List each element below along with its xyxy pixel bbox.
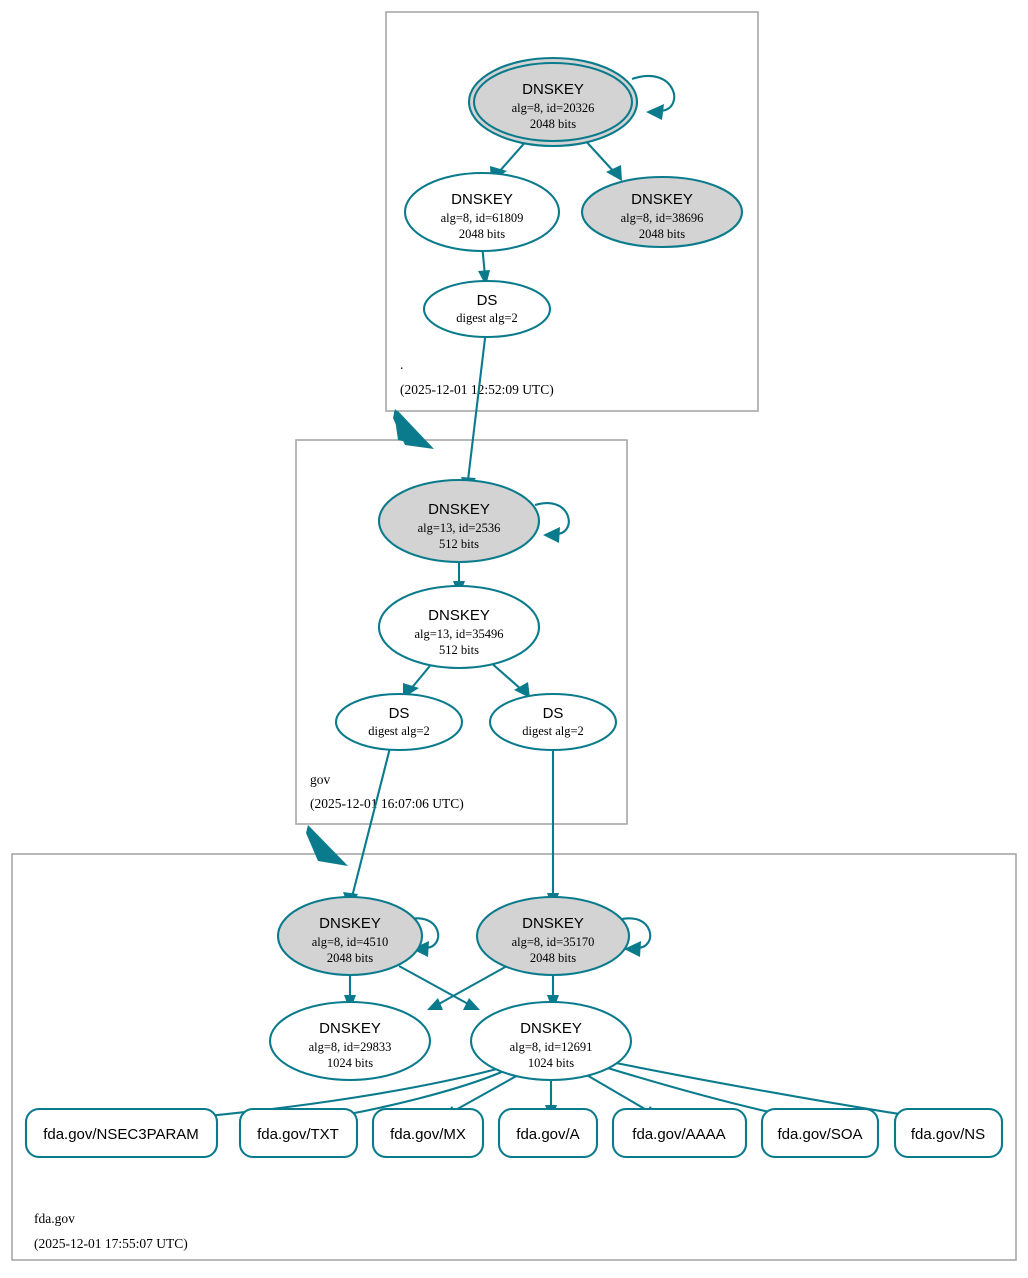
- node-ds-fda-a[interactable]: DS digest alg=2: [334, 692, 464, 752]
- rrset-label: fda.gov/A: [516, 1126, 579, 1143]
- node-title: DS: [543, 705, 564, 722]
- edge-self-fda-ksk-b: [617, 917, 652, 957]
- edge-gov-zsk-to-ds-b: [488, 660, 530, 698]
- node-detail: digest alg=2: [368, 724, 430, 738]
- rrset-aaaa[interactable]: fda.gov/AAAA: [611, 1107, 748, 1159]
- node-title: DNSKEY: [319, 915, 381, 932]
- node-dnskey-12691[interactable]: DNSKEY alg=8, id=12691 1024 bits: [469, 1000, 633, 1082]
- zone-label-root: .: [400, 357, 403, 372]
- rrset-nsec3param[interactable]: fda.gov/NSEC3PARAM: [24, 1107, 219, 1159]
- node-ds-fda-b[interactable]: DS digest alg=2: [488, 692, 618, 752]
- edge-gov-zsk-to-ds-a: [403, 660, 435, 698]
- node-detail: alg=8, id=4510: [312, 935, 389, 949]
- node-dnskey-35170[interactable]: DNSKEY alg=8, id=35170 2048 bits: [475, 895, 631, 977]
- node-title: DS: [389, 705, 410, 722]
- node-dnskey-2536[interactable]: DNSKEY alg=13, id=2536 512 bits: [377, 478, 541, 564]
- rrset-label: fda.gov/NSEC3PARAM: [43, 1126, 199, 1143]
- zone-label-gov: gov: [310, 772, 331, 787]
- delegation-wedge-gov-fda: [306, 825, 348, 866]
- node-title: DNSKEY: [428, 607, 490, 624]
- node-title: DNSKEY: [522, 915, 584, 932]
- node-dnskey-4510[interactable]: DNSKEY alg=8, id=4510 2048 bits: [276, 895, 424, 977]
- node-title: DNSKEY: [522, 81, 584, 98]
- node-detail: alg=8, id=12691: [510, 1040, 593, 1054]
- zone-timestamp-fda: (2025-12-01 17:55:07 UTC): [34, 1236, 188, 1251]
- node-title: DNSKEY: [319, 1020, 381, 1037]
- node-detail: alg=8, id=61809: [441, 211, 524, 225]
- node-detail: alg=8, id=38696: [621, 211, 704, 225]
- node-size: 2048 bits: [530, 117, 576, 131]
- node-dnskey-20326[interactable]: DNSKEY alg=8, id=20326 2048 bits: [467, 56, 639, 148]
- edge-ds-b-to-fda-ksk-b: [547, 744, 559, 909]
- node-ds-gov-in-root[interactable]: DS digest alg=2: [422, 279, 552, 339]
- node-detail: alg=8, id=29833: [309, 1040, 392, 1054]
- zone-box-root: . (2025-12-01 12:52:09 UTC): [385, 11, 759, 412]
- node-size: 1024 bits: [528, 1056, 574, 1070]
- node-detail: alg=13, id=35496: [414, 627, 503, 641]
- node-title: DNSKEY: [451, 191, 513, 208]
- rrset-txt[interactable]: fda.gov/TXT: [238, 1107, 359, 1159]
- node-size: 2048 bits: [530, 951, 576, 965]
- node-size: 2048 bits: [459, 227, 505, 241]
- node-dnskey-38696[interactable]: DNSKEY alg=8, id=38696 2048 bits: [580, 175, 744, 249]
- edge-self-gov-ksk: [534, 502, 570, 543]
- rrset-label: fda.gov/SOA: [777, 1126, 862, 1143]
- node-title: DS: [477, 292, 498, 309]
- edge-ds-a-to-fda-ksk-a: [343, 743, 393, 909]
- node-title: DNSKEY: [428, 501, 490, 518]
- node-detail: alg=8, id=20326: [512, 101, 595, 115]
- zone-box-gov: gov (2025-12-01 16:07:06 UTC): [295, 439, 628, 825]
- node-detail: alg=13, id=2536: [418, 521, 501, 535]
- rrset-label: fda.gov/MX: [390, 1126, 466, 1143]
- zone-timestamp-gov: (2025-12-01 16:07:06 UTC): [310, 796, 464, 811]
- zone-label-fda: fda.gov: [34, 1211, 75, 1226]
- rrset-soa[interactable]: fda.gov/SOA: [760, 1107, 880, 1159]
- node-size: 2048 bits: [639, 227, 685, 241]
- edge-fda-ksk-a-to-zsk-b: [398, 965, 480, 1010]
- node-dnskey-35496[interactable]: DNSKEY alg=13, id=35496 512 bits: [377, 584, 541, 670]
- zone-timestamp-root: (2025-12-01 12:52:09 UTC): [400, 382, 554, 397]
- node-dnskey-61809[interactable]: DNSKEY alg=8, id=61809 2048 bits: [403, 171, 561, 253]
- node-size: 2048 bits: [327, 951, 373, 965]
- edge-self-root-ksk: [631, 75, 676, 120]
- node-detail: alg=8, id=35170: [512, 935, 595, 949]
- rrset-a[interactable]: fda.gov/A: [497, 1107, 599, 1159]
- node-detail: digest alg=2: [522, 724, 584, 738]
- edge-fda-ksk-b-to-zsk-a: [427, 965, 508, 1010]
- rrset-label: fda.gov/NS: [911, 1126, 985, 1143]
- node-dnskey-29833[interactable]: DNSKEY alg=8, id=29833 1024 bits: [268, 1000, 432, 1082]
- node-detail: digest alg=2: [456, 311, 518, 325]
- node-title: DNSKEY: [520, 1020, 582, 1037]
- delegation-wedge-root-gov: [393, 409, 434, 449]
- rrset-label: fda.gov/AAAA: [632, 1126, 725, 1143]
- zone-box-fda: fda.gov (2025-12-01 17:55:07 UTC): [11, 853, 1017, 1261]
- node-size: 512 bits: [439, 537, 479, 551]
- edge-root-ksk-to-ksk2: [582, 137, 622, 181]
- node-size: 512 bits: [439, 643, 479, 657]
- rrset-mx[interactable]: fda.gov/MX: [371, 1107, 485, 1159]
- rrset-label: fda.gov/TXT: [257, 1126, 339, 1143]
- rrset-ns[interactable]: fda.gov/NS: [893, 1107, 1004, 1159]
- node-title: DNSKEY: [631, 191, 693, 208]
- node-size: 1024 bits: [327, 1056, 373, 1070]
